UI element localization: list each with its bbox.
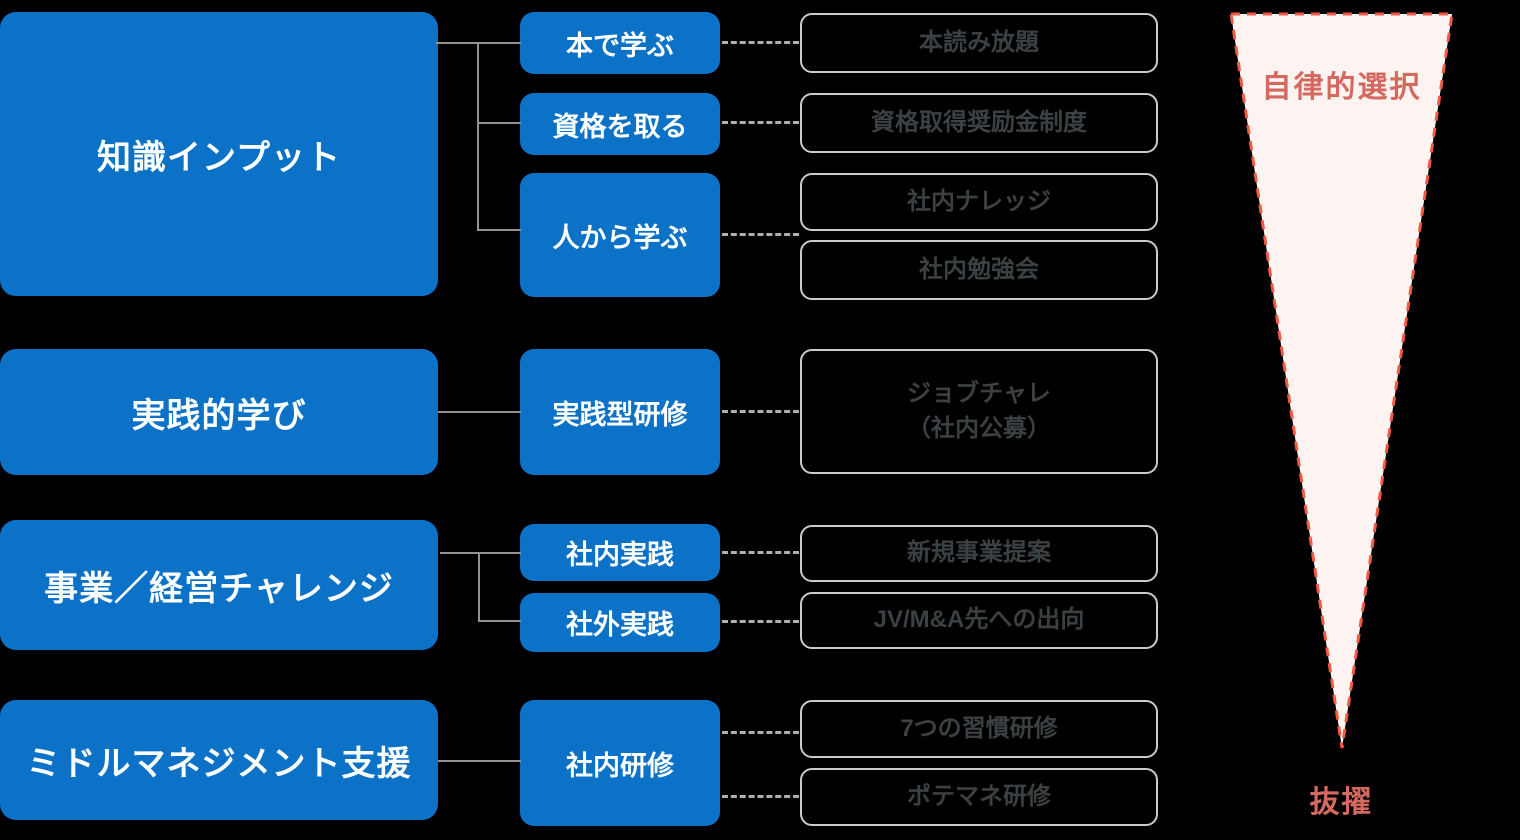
method-box-get-certification: 資格を取る bbox=[520, 93, 720, 155]
program-box-potemane-training: ポテマネ研修 bbox=[800, 768, 1158, 826]
program-label-line2: （社内公募） bbox=[907, 414, 1051, 442]
connector-dashed-external-practice-to-program bbox=[722, 620, 799, 623]
connector-solid-row2-main bbox=[438, 411, 521, 413]
connector-dashed-training-to-program bbox=[722, 410, 799, 413]
program-label-line1: ジョブチャレ bbox=[907, 379, 1051, 407]
category-box-practical-learning: 実践的学び bbox=[0, 349, 438, 475]
method-box-practical-training: 実践型研修 bbox=[520, 349, 720, 475]
method-box-learn-from-people: 人から学ぶ bbox=[520, 173, 720, 297]
connector-solid-row3-branch2 bbox=[478, 620, 521, 622]
funnel-triangle bbox=[1229, 12, 1454, 749]
connector-dashed-internal-training-to-program2 bbox=[722, 795, 799, 798]
method-box-internal-training: 社内研修 bbox=[520, 700, 720, 826]
program-box-certification-incentive-program: 資格取得奨励金制度 bbox=[800, 93, 1158, 153]
connector-solid-row1-trunk bbox=[477, 42, 479, 231]
connector-dashed-internal-practice-to-program bbox=[722, 551, 799, 554]
connector-dashed-internal-training-to-program1 bbox=[722, 731, 799, 734]
method-box-learn-from-books: 本で学ぶ bbox=[520, 12, 720, 74]
connector-dashed-books-to-program bbox=[722, 41, 799, 44]
program-box-internal-knowledge: 社内ナレッジ bbox=[800, 173, 1158, 231]
funnel-top-label: 自律的選択 bbox=[1261, 71, 1422, 104]
connector-solid-row1-branch3 bbox=[477, 229, 521, 231]
program-box-seven-habits-training: 7つの習慣研修 bbox=[800, 700, 1158, 758]
program-box-unlimited-book-reading: 本読み放題 bbox=[800, 13, 1158, 73]
connector-dashed-people-to-programs bbox=[722, 233, 799, 236]
method-box-internal-practice: 社内実践 bbox=[520, 524, 720, 581]
connector-solid-row4-main bbox=[438, 760, 521, 762]
program-box-internal-study-sessions: 社内勉強会 bbox=[800, 240, 1158, 300]
category-box-middle-management-support: ミドルマネジメント支援 bbox=[0, 700, 438, 820]
program-box-jv-ma-secondment: JV/M&A先への出向 bbox=[800, 592, 1158, 649]
connector-solid-row1-branch2 bbox=[477, 122, 521, 124]
connector-dashed-certification-to-program bbox=[722, 121, 799, 124]
program-box-new-business-proposal: 新規事業提案 bbox=[800, 525, 1158, 582]
connector-solid-row3-trunk bbox=[478, 552, 480, 622]
program-box-job-challenge-internal-posting: ジョブチャレ （社内公募） bbox=[800, 349, 1158, 474]
funnel-bottom-label: 抜擢 bbox=[1309, 786, 1374, 819]
connector-solid-row3-main bbox=[440, 552, 521, 554]
category-box-business-management-challenge: 事業／経営チャレンジ bbox=[0, 520, 438, 650]
category-box-knowledge-input: 知識インプット bbox=[0, 12, 438, 296]
method-box-external-practice: 社外実践 bbox=[520, 593, 720, 652]
